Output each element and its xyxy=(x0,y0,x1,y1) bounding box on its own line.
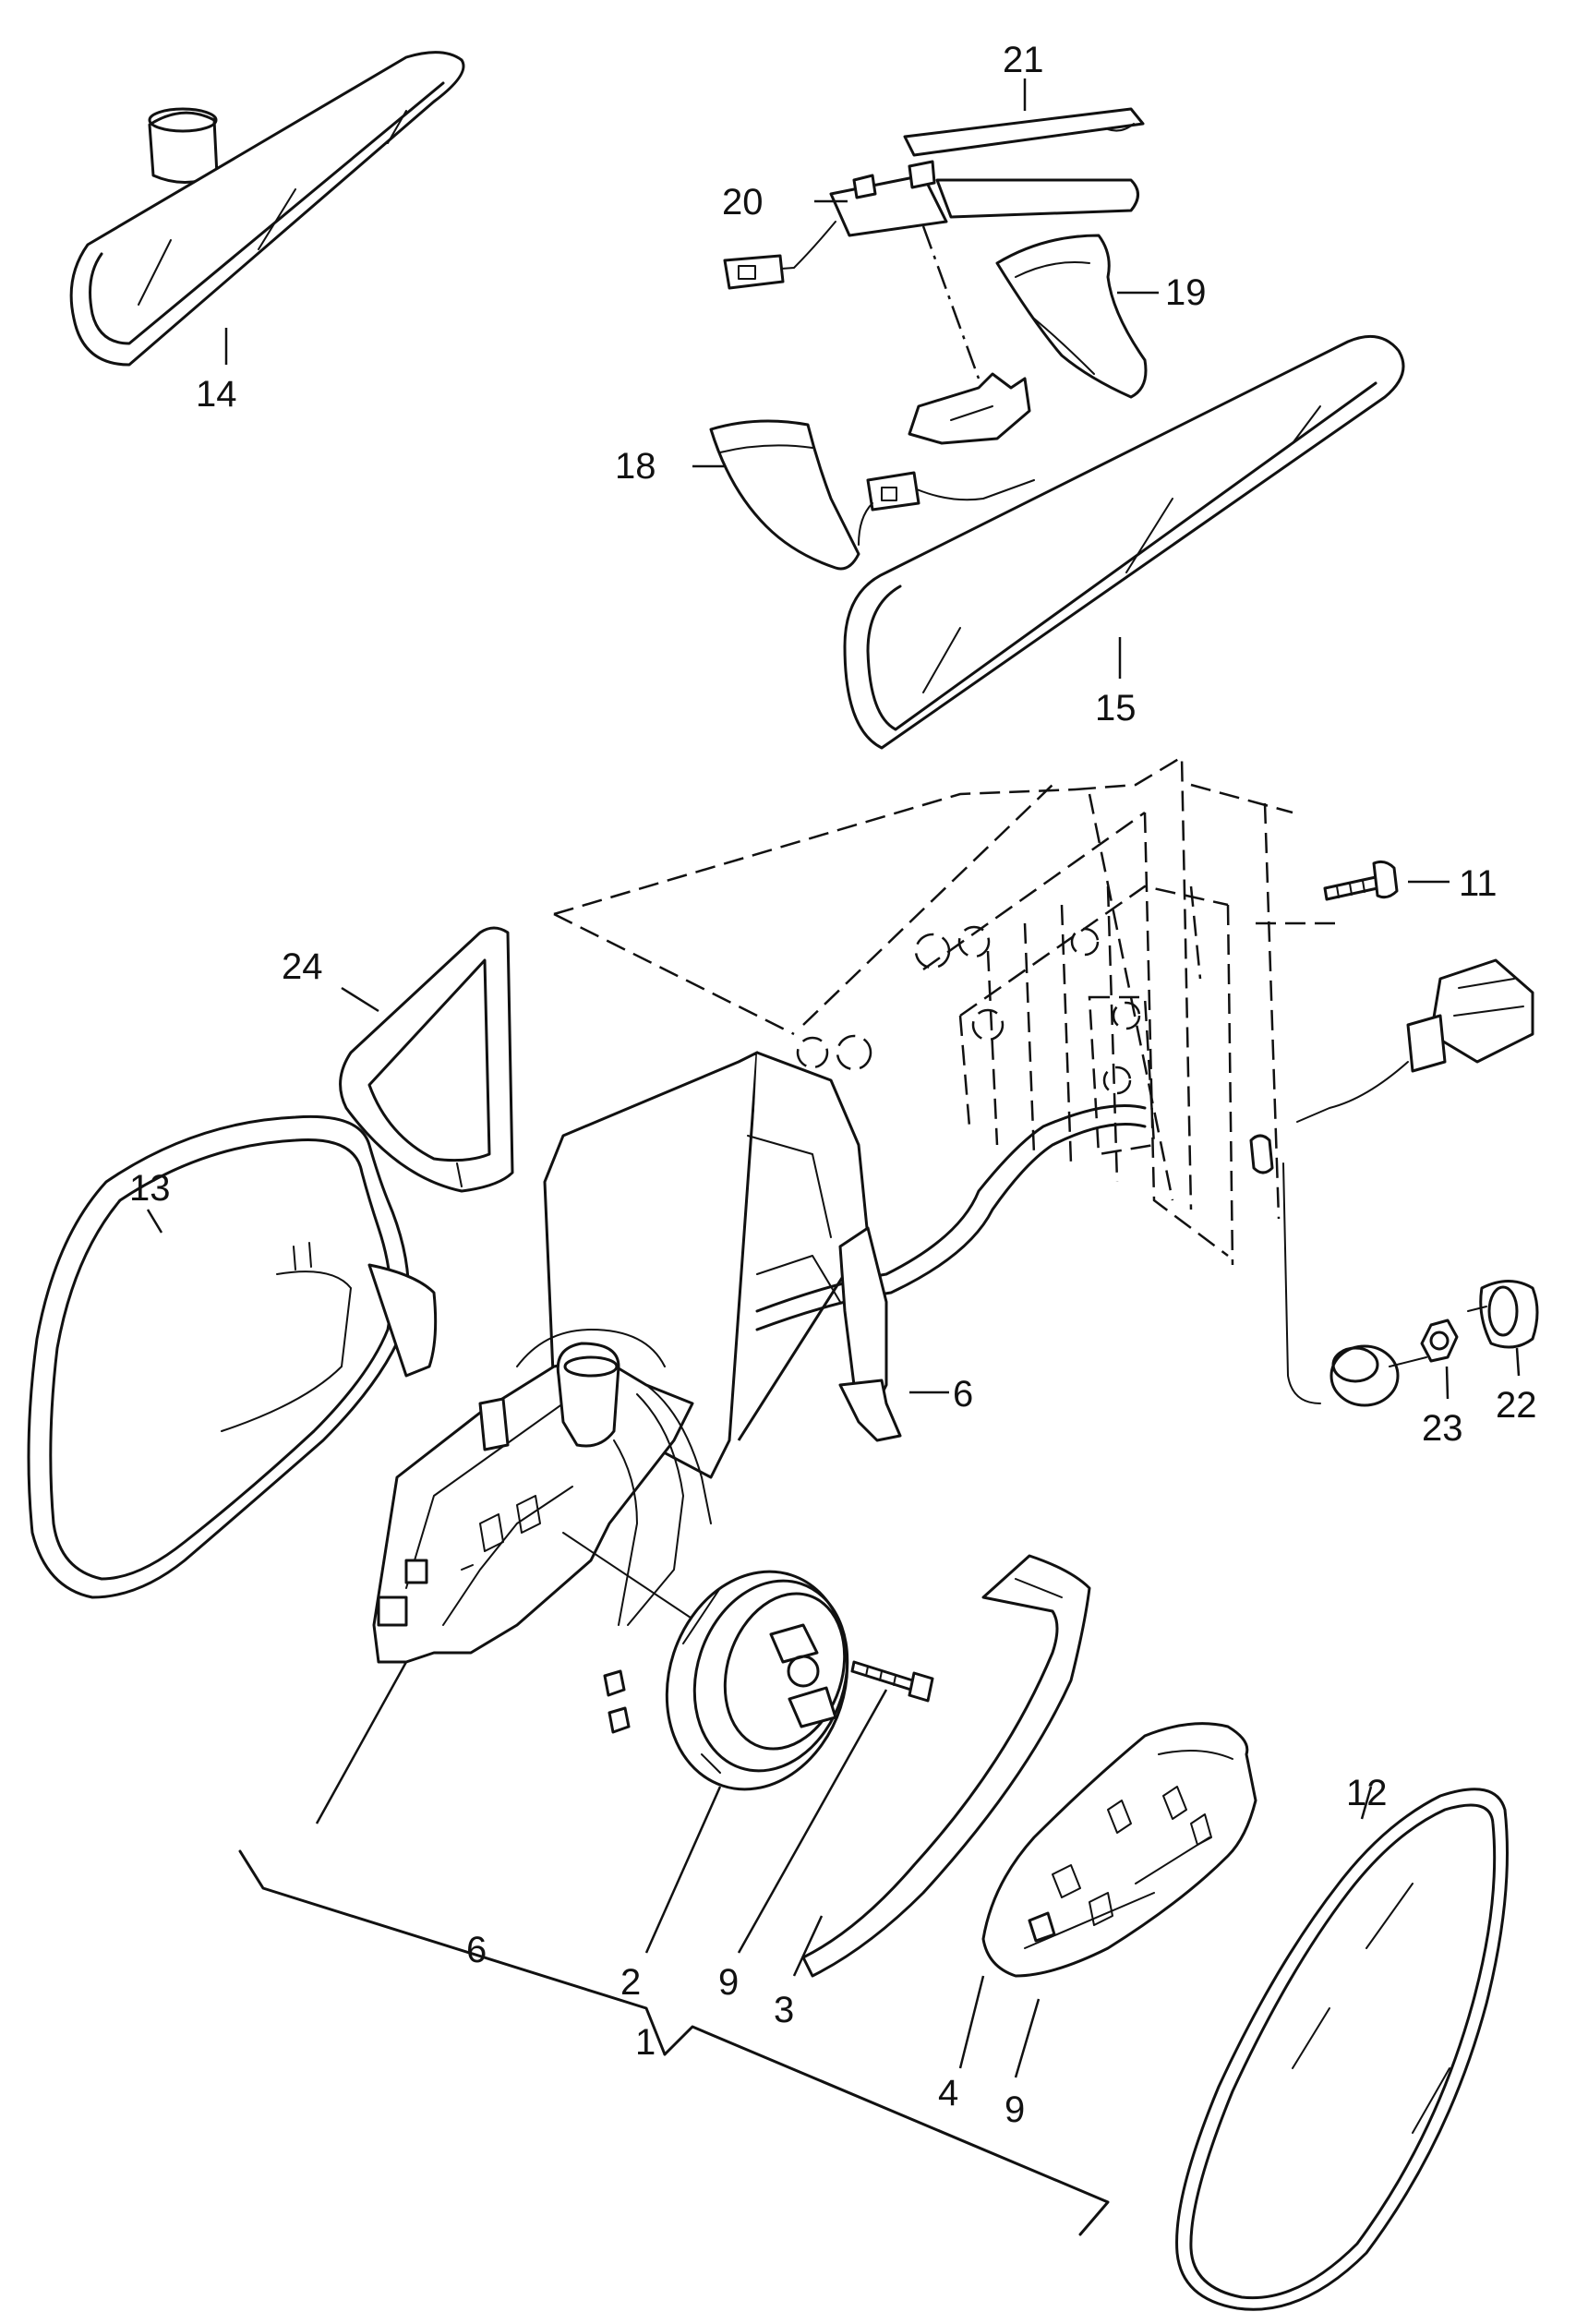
part-23-nut xyxy=(1420,1319,1459,1363)
callout-9-lower: 9 xyxy=(1005,2089,1025,2130)
callout-9-upper: 9 xyxy=(718,1962,739,2003)
callout-4: 4 xyxy=(938,2073,958,2113)
callout-13: 13 xyxy=(129,1168,171,1209)
callout-3: 3 xyxy=(774,1990,794,2030)
part-14-interior-mirror xyxy=(69,51,465,367)
part-15-interior-mirror-electrochromic xyxy=(843,334,1405,750)
callout-14: 14 xyxy=(196,374,237,415)
mirror-base-frame xyxy=(372,1329,712,1734)
rubber-grommet-cap xyxy=(1329,1344,1427,1407)
callout-22: 22 xyxy=(1496,1385,1537,1426)
part-22-bolt xyxy=(1467,1280,1539,1349)
part-13-housing-cap xyxy=(27,1114,438,1599)
callout-11: 11 xyxy=(1459,863,1498,904)
part-24-triangle-trim xyxy=(339,926,514,1193)
electrical-connector xyxy=(1249,958,1534,1404)
part-12-mirror-glass xyxy=(1175,1788,1509,2311)
callout-18: 18 xyxy=(615,446,656,487)
part-11-bolt xyxy=(1323,860,1399,901)
part-3-seal-strip xyxy=(801,1554,1091,1978)
door-frame-body xyxy=(553,754,1339,1266)
callout-1: 1 xyxy=(635,2022,656,2063)
callout-labels: 1 2 3 4 6 6 9 9 11 12 13 14 15 18 19 20 … xyxy=(129,40,1537,2130)
callout-6-lower: 6 xyxy=(466,1930,487,1970)
leader-lines xyxy=(146,78,1521,2078)
part-20-sensor-bracket xyxy=(723,160,1139,379)
part-21-cover-strip xyxy=(903,107,1145,157)
callout-2: 2 xyxy=(620,1962,641,2003)
part-2-adjuster-motor xyxy=(665,1570,849,1791)
part-6-wiring-harness xyxy=(755,1104,1147,1442)
callout-21: 21 xyxy=(1003,40,1044,80)
callout-20: 20 xyxy=(722,182,764,223)
mirror-mounting-base xyxy=(908,372,1031,445)
part-9-screw-upper xyxy=(850,1660,934,1703)
callout-19: 19 xyxy=(1165,272,1207,313)
part-19-trim-cover xyxy=(995,234,1148,399)
callout-12: 12 xyxy=(1346,1773,1388,1813)
assembly-bracket-line xyxy=(238,1849,1110,2236)
callout-24: 24 xyxy=(282,946,323,987)
part-4-housing-bracket xyxy=(981,1722,1257,1978)
callout-6-upper: 6 xyxy=(953,1374,973,1415)
callout-15: 15 xyxy=(1095,688,1137,729)
callout-23: 23 xyxy=(1422,1408,1463,1449)
part-18-trim-cover xyxy=(709,419,1035,571)
